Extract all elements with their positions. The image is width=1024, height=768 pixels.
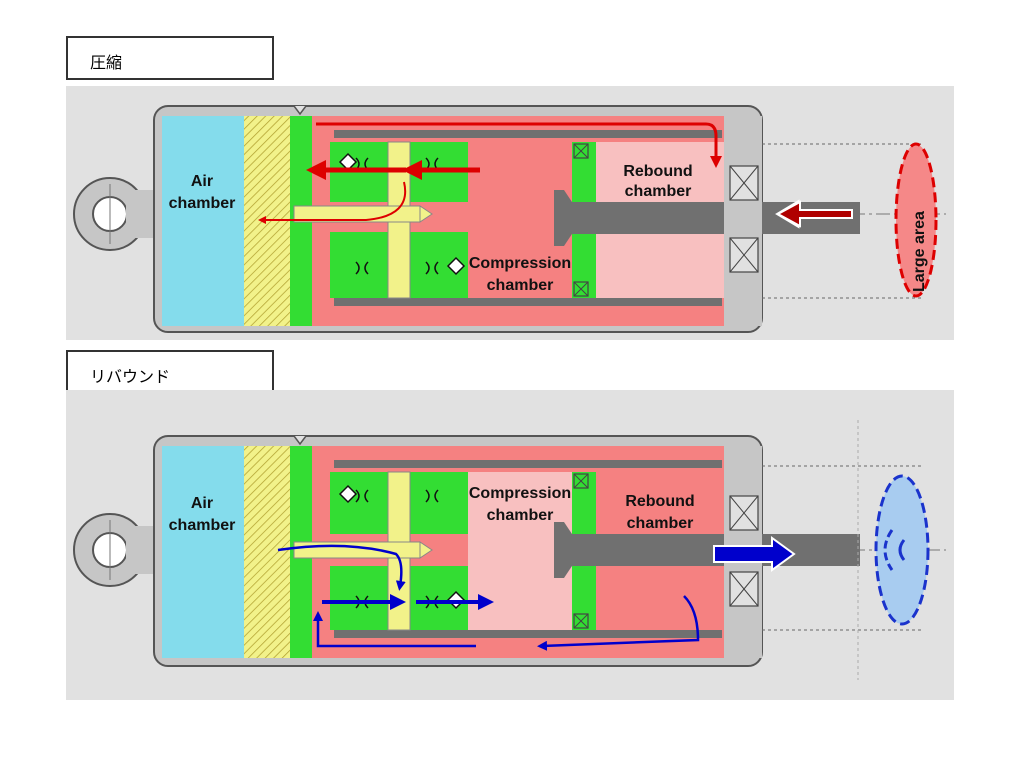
rod-head (554, 522, 572, 578)
flow-arrows (258, 122, 722, 224)
air-chamber (162, 116, 244, 326)
compression-diagram: Large area Air chamber Rebound chamber C… (66, 86, 954, 340)
check-valve-icon (338, 152, 358, 172)
piston-rod (554, 534, 860, 566)
compression-chamber-label-2: chamber (487, 277, 554, 294)
flow-arrows (277, 544, 700, 651)
housing-notch (293, 105, 307, 116)
check-valve-icon (446, 256, 466, 276)
compression-chamber-label-1: Compression (469, 485, 571, 502)
air-chamber-label-1: Air (191, 173, 213, 190)
compression-chamber-label-1: Compression (469, 255, 571, 272)
floating-piston (244, 446, 290, 658)
inner-tube-top (334, 130, 722, 138)
inner-tube-bottom (334, 630, 722, 638)
rebound-area-ellipse (874, 474, 930, 626)
rebound-rod-arrow (713, 536, 796, 572)
check-valve-icon (338, 484, 358, 504)
rebound-chamber-label-2: chamber (625, 183, 692, 200)
inner-tube-top (334, 460, 722, 468)
rebound-diagram: Air chamber Compression chamber Rebound … (66, 390, 954, 700)
rebound-caption-box: リバウンド (66, 350, 274, 394)
large-area-ellipse (894, 142, 938, 298)
large-area-label: Large area (911, 211, 928, 292)
rebound-chamber-label-1: Rebound (625, 493, 694, 510)
air-chamber-label-1: Air (191, 495, 213, 512)
rebound-caption: リバウンド (90, 367, 171, 386)
air-chamber-label-2: chamber (169, 517, 236, 534)
air-chamber-label-2: chamber (169, 195, 236, 212)
inner-tube-bottom (334, 298, 722, 306)
rebound-chamber-label-2: chamber (627, 515, 694, 532)
compression-caption: 圧縮 (90, 53, 123, 72)
compression-chamber-label-2: chamber (487, 507, 554, 524)
orifice-symbols (355, 157, 439, 275)
mount-eye (73, 513, 162, 587)
rebound-chamber-label-1: Rebound (623, 163, 692, 180)
compression-caption-box: 圧縮 (66, 36, 274, 80)
air-chamber (162, 446, 244, 658)
inner-rod (293, 541, 421, 559)
rod-head (554, 190, 572, 246)
seal-block (724, 116, 762, 326)
